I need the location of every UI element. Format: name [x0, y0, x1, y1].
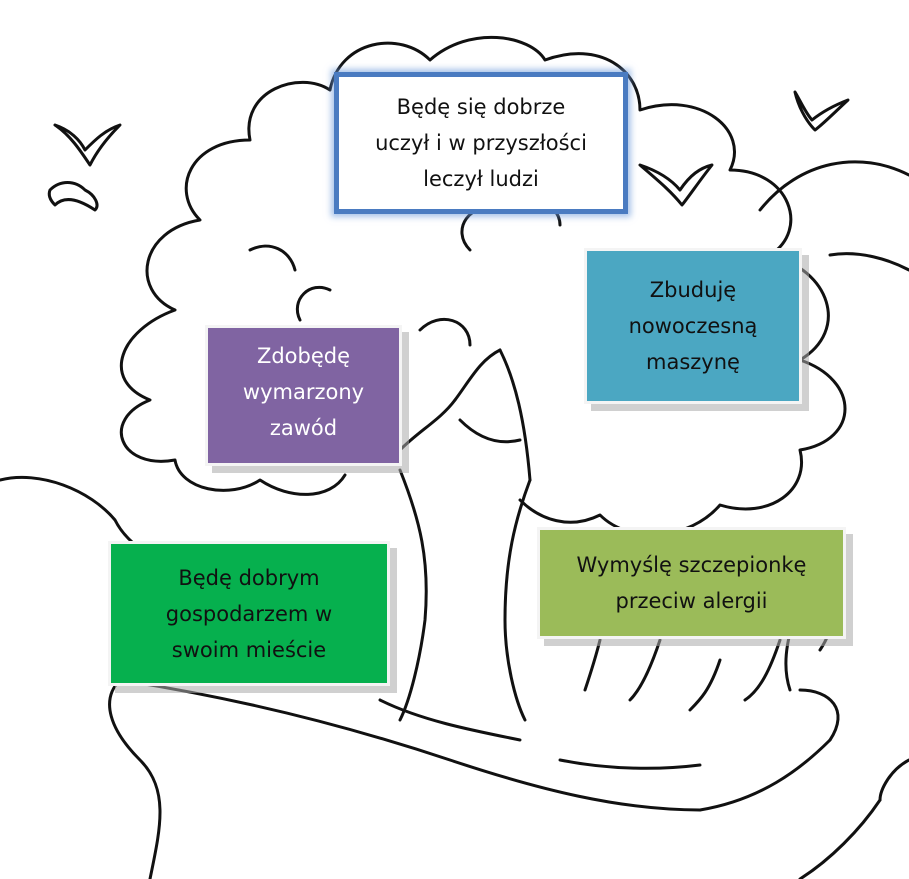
goal-text-heal-people: Będę się dobrze uczył i w przyszłości le… [375, 95, 587, 191]
goal-box-dream-job: Zdobędę wymarzony zawód [205, 325, 402, 466]
bird-icon [638, 163, 714, 207]
goal-text-good-host: Będę dobrym gospodarzem w swoim mieście [165, 565, 333, 662]
bird-icon [47, 181, 99, 212]
cloud-icon [758, 160, 909, 212]
hand-icon [108, 678, 162, 879]
goal-box-good-host: Będę dobrym gospodarzem w swoim mieście [108, 541, 390, 686]
goal-box-build-machine: Zbuduję nowoczesną maszynę [584, 248, 802, 404]
bird-icon [53, 123, 122, 167]
goal-box-allergy-vaccine: Wymyślę szczepionkę przeciw alergii [537, 527, 846, 639]
goal-box-heal-people: Będę się dobrze uczył i w przyszłości le… [334, 72, 628, 214]
bird-icon [793, 90, 850, 132]
goal-text-allergy-vaccine: Wymyślę szczepionkę przeciw alergii [576, 553, 807, 613]
tree-icon [119, 36, 847, 537]
goal-text-dream-job: Zdobędę wymarzony zawód [242, 344, 365, 440]
goal-text-build-machine: Zbuduję nowoczesną maszynę [628, 278, 758, 374]
